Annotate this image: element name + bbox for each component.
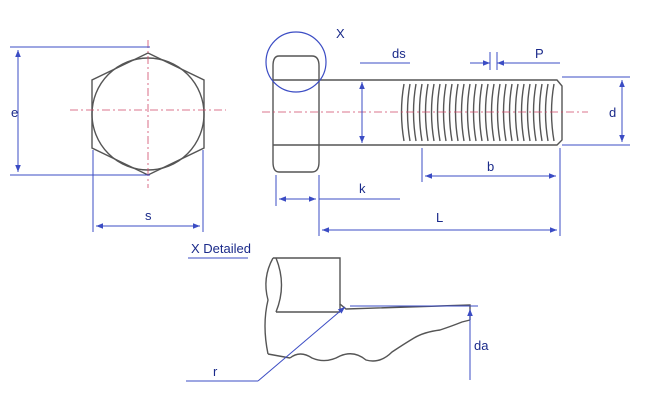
label-p: P: [535, 46, 544, 61]
label-k: k: [359, 181, 366, 196]
label-s: s: [145, 208, 152, 223]
detail-break-line: [289, 319, 471, 362]
detail-x-circle: [265, 31, 327, 93]
label-r: r: [213, 364, 218, 379]
label-ds: ds: [392, 46, 406, 61]
bolt-head-side: [272, 55, 320, 173]
label-da: da: [474, 338, 489, 353]
detail-head-top-edge: [273, 257, 471, 320]
label-e: e: [11, 105, 18, 120]
detail-x-view: [186, 257, 478, 382]
r-leader-diagonal: [257, 306, 346, 382]
hex-head-front-view: [10, 40, 226, 232]
detail-head-left-edge: [264, 257, 274, 355]
label-x-detailed: X Detailed: [191, 241, 251, 256]
label-b: b: [487, 159, 494, 174]
detail-head-chamfer-curve: [275, 257, 283, 313]
threaded-section-outline: [404, 79, 563, 146]
label-d: d: [609, 105, 616, 120]
bolt-side-view: [262, 31, 630, 236]
thread-lines: [400, 83, 555, 142]
label-x: X: [336, 26, 345, 41]
label-l: L: [436, 210, 443, 225]
